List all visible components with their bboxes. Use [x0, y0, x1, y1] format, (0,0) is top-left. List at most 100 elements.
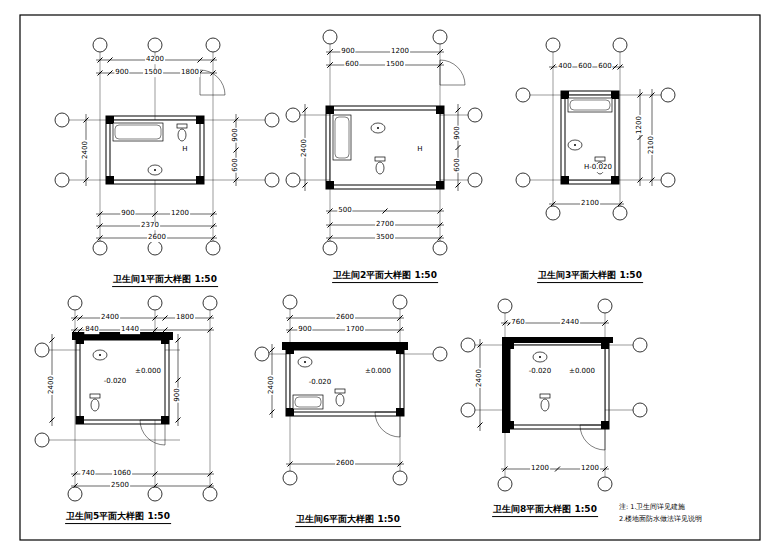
bathtub: [293, 395, 323, 409]
dimension-text: 1200: [636, 115, 644, 135]
axis-bubble: [286, 108, 300, 122]
door-swing: [375, 412, 400, 437]
dimension-tick: [270, 410, 275, 415]
axis-bubble: [546, 38, 560, 52]
dimension-tick: [98, 224, 103, 229]
axis-bubble: [283, 295, 297, 309]
dimension-text: 2400: [82, 140, 90, 160]
dimension-tick: [288, 328, 293, 333]
axis-bubble: [461, 403, 475, 417]
dimension-tick: [478, 343, 483, 348]
dimension-tick: [211, 236, 216, 241]
elevation-mark: ±0.000: [134, 368, 162, 376]
axis-bubble: [323, 30, 337, 44]
dimension-text: 2600: [147, 234, 167, 242]
axis-bubble: [598, 477, 612, 491]
dimension-text: 1800: [180, 69, 200, 77]
dimension-tick: [176, 338, 181, 343]
axis-bubble: [516, 173, 530, 187]
basin-drain: [539, 356, 541, 358]
axis-bubble: [148, 487, 162, 501]
dimension-tick: [78, 328, 83, 333]
dimension-tick: [603, 321, 608, 326]
bathroom-plan: [35, 296, 217, 501]
toilet-bowl: [336, 394, 344, 406]
axis-bubble: [203, 296, 217, 310]
toilet-tank: [540, 394, 550, 398]
axis-bubble: [661, 173, 675, 187]
grid-line: [49, 440, 180, 441]
dimension-text: 2100: [648, 135, 656, 155]
axis-bubble: [633, 338, 647, 352]
dimension-text: 1800: [175, 314, 195, 322]
axis-bubble: [393, 471, 407, 485]
dimension-text: 900: [114, 69, 129, 77]
dimension-tick: [108, 71, 113, 76]
column: [106, 176, 114, 184]
dimension-text: 900: [232, 127, 240, 142]
basin-drain: [574, 144, 576, 146]
axis-bubble: [203, 487, 217, 501]
basin-drain: [377, 127, 379, 129]
elevation-mark: -0.020: [103, 378, 128, 386]
drawing-title: 卫生间6平面大样图 1:50: [295, 515, 401, 527]
dimension-tick: [438, 223, 443, 228]
elevation-mark: ±0.000: [568, 368, 596, 376]
dimension-tick: [650, 178, 655, 183]
dimension-text: 2400: [476, 368, 484, 388]
wash-basin: [148, 165, 162, 175]
wall-outer: [506, 341, 609, 429]
bathroom-plan: [55, 38, 279, 255]
dimension-tick: [328, 63, 333, 68]
dimension-tick: [153, 212, 158, 217]
dimension-tick: [153, 328, 158, 333]
dimension-text: 2700: [375, 221, 395, 229]
wall-outer: [76, 336, 169, 424]
dimension-tick: [288, 328, 293, 333]
dimension-tick: [303, 183, 308, 188]
basin-drain: [99, 354, 101, 356]
column: [396, 346, 404, 354]
dimension-text: 2400: [301, 138, 309, 158]
axis-bubble: [546, 206, 560, 220]
dimension-tick: [456, 183, 461, 188]
axis-bubble: [283, 471, 297, 485]
column: [436, 181, 444, 189]
dimension-tick: [211, 212, 216, 217]
column: [196, 176, 204, 184]
axis-bubble: [433, 30, 447, 44]
column: [161, 336, 169, 344]
elevation-mark: -0.020: [308, 379, 333, 387]
axis-bubble: [393, 295, 407, 309]
column: [436, 106, 444, 114]
axis-bubble: [35, 433, 49, 447]
dimension-text: 900: [340, 48, 355, 56]
dimension-tick: [98, 58, 103, 63]
door-swing: [440, 60, 465, 85]
dimension-tick: [288, 462, 293, 467]
axis-bubble: [661, 88, 675, 102]
elevation-mark: H: [181, 146, 188, 154]
column: [326, 181, 334, 189]
bathroom-plan: [516, 38, 675, 220]
dimension-text: 900: [454, 125, 462, 140]
wall-inner: [330, 110, 440, 185]
dimension-text: 1700: [345, 326, 365, 334]
dimension-text: 760: [510, 319, 525, 327]
door-swing: [200, 70, 225, 95]
axis-bubble: [265, 173, 279, 187]
thick-wall: [282, 342, 408, 350]
dimension-text: 2400: [100, 314, 120, 322]
dimension-tick: [638, 135, 643, 140]
bathtub-inner: [295, 397, 321, 407]
dimension-tick: [383, 209, 388, 214]
wall-inner: [565, 95, 615, 180]
bathtub: [113, 123, 163, 141]
dimension-text: 2440: [560, 319, 580, 327]
dimension-tick: [603, 321, 608, 326]
note-text: 注: 1.卫生间详见建施: [618, 504, 686, 511]
basin-drain: [154, 169, 156, 171]
dimension-tick: [438, 50, 443, 55]
dimension-tick: [163, 328, 168, 333]
axis-bubble: [55, 173, 69, 187]
